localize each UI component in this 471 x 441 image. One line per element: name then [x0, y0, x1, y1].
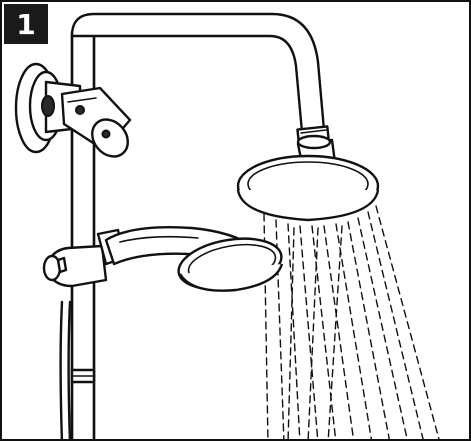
shower-hose-icon	[59, 300, 72, 439]
shower-arm-icon	[70, 12, 330, 143]
step-number-badge: 1	[4, 4, 48, 44]
step-number: 1	[16, 7, 36, 41]
hand-shower-icon	[104, 226, 284, 292]
overhead-shower-head-icon	[236, 134, 380, 222]
wall-bracket-icon	[14, 62, 132, 158]
water-spray-icon	[263, 205, 440, 439]
hand-shower-holder-icon	[42, 228, 126, 288]
